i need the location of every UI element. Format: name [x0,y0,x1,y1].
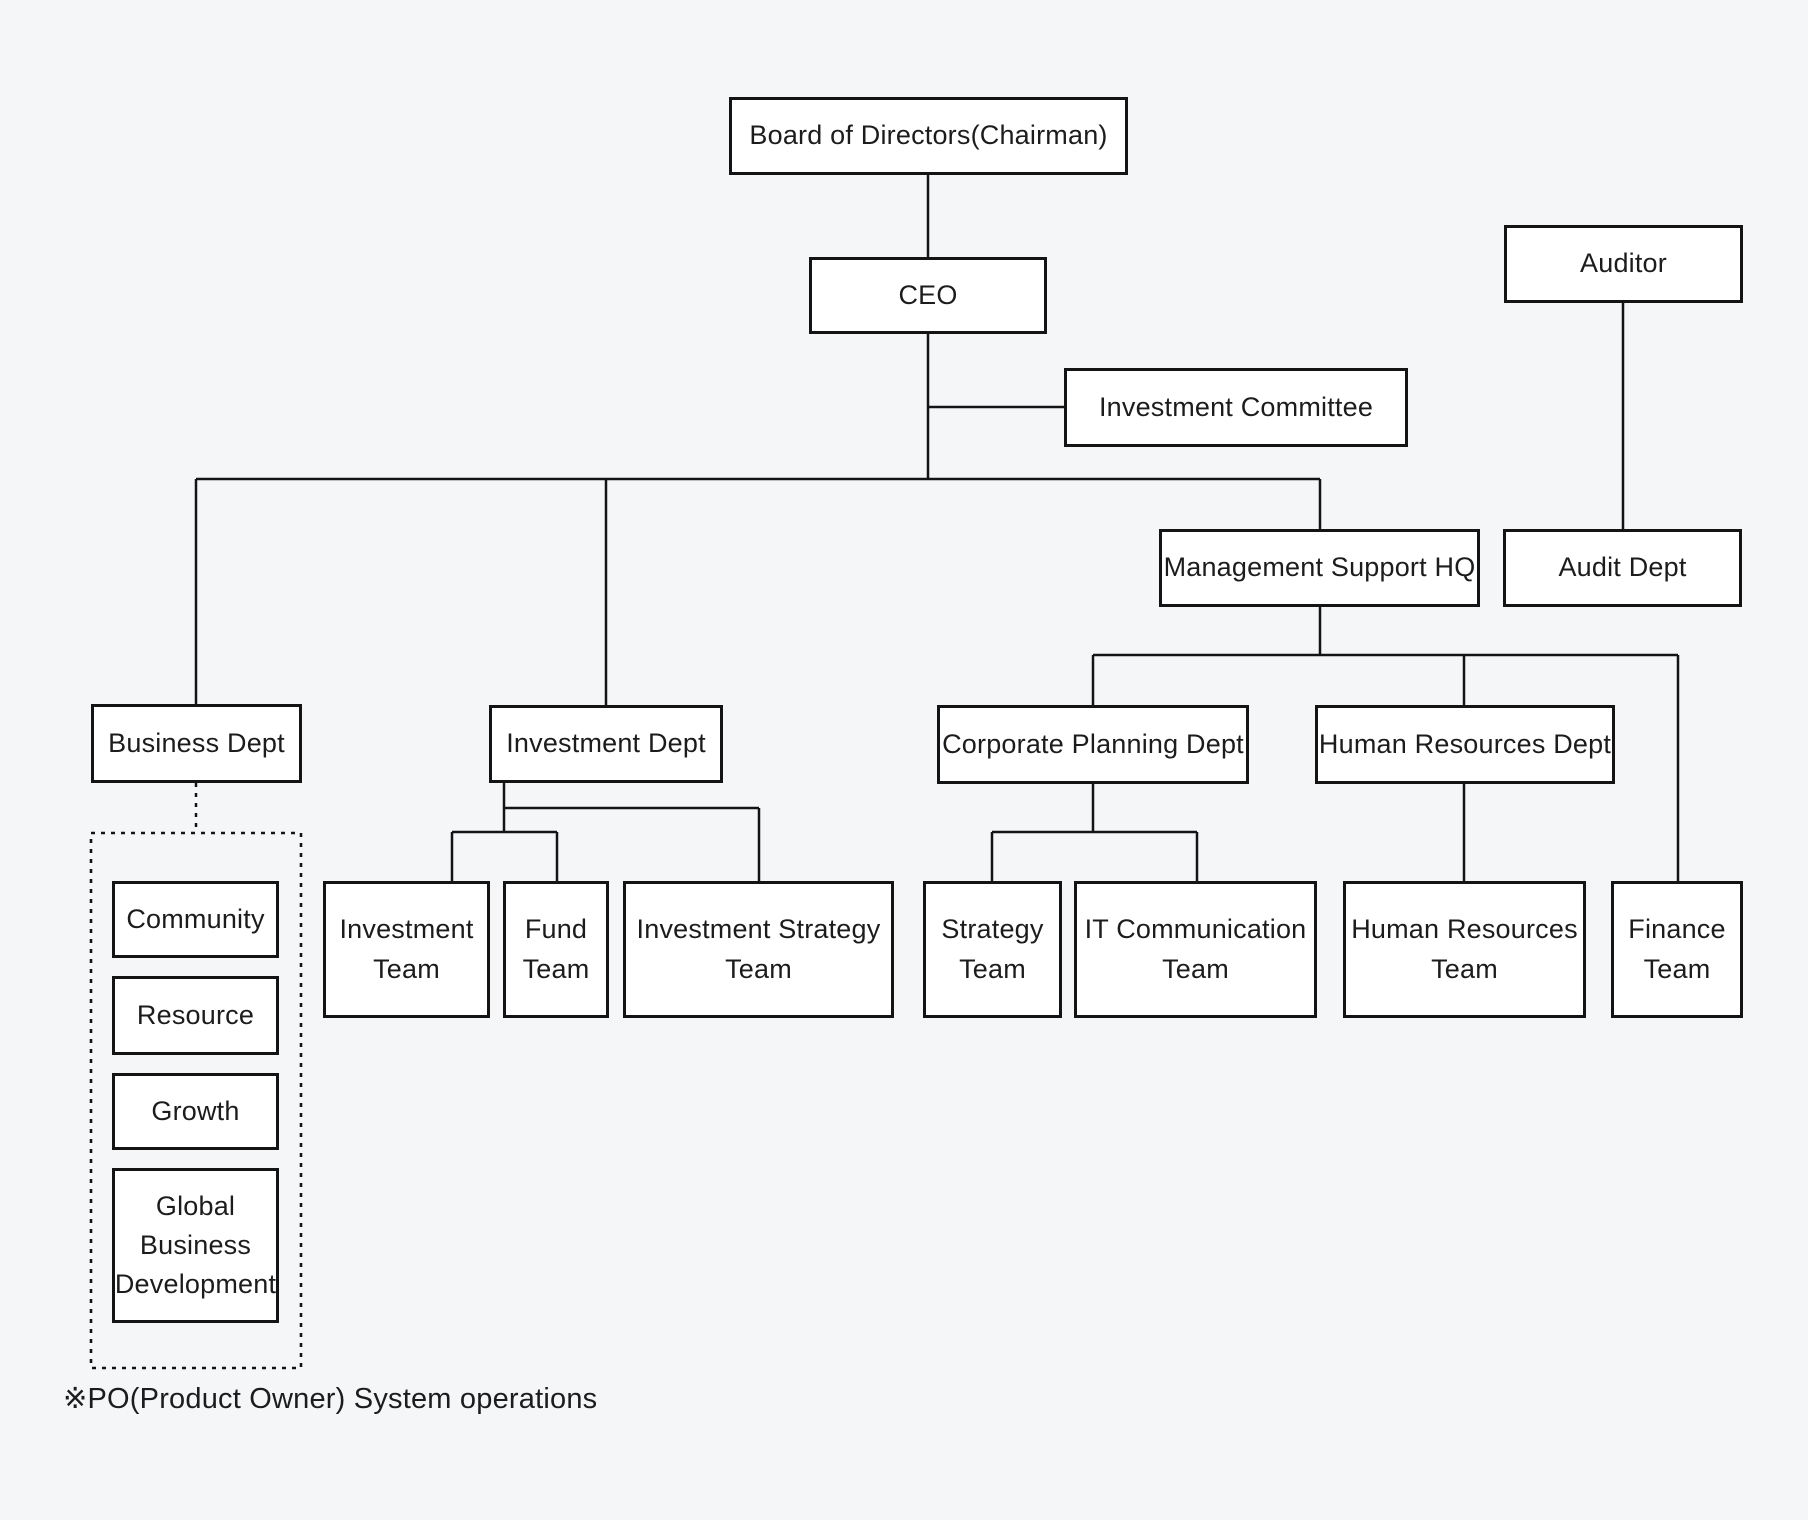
org-box-investment-dept: Investment Dept [489,705,723,783]
org-box-finance-team: Finance Team [1611,881,1743,1018]
org-box-business-dept: Business Dept [91,704,302,783]
org-box-human-resources-dept: Human Resources Dept [1315,705,1615,784]
org-box-corporate-planning-dept: Corporate Planning Dept [937,705,1249,784]
org-box-label-global-business-development: Global Business Development [114,1190,277,1300]
org-box-label-fund-team: Fund Team [522,914,590,984]
org-box-strategy-team: Strategy Team [923,881,1062,1018]
org-box-board-of-directors: Board of Directors(Chairman) [729,97,1128,175]
org-box-label-business-dept: Business Dept [108,727,285,758]
org-box-community: Community [112,881,279,958]
org-box-investment-team: Investment Team [323,881,490,1018]
org-box-label-management-support-hq: Management Support HQ [1163,552,1476,583]
org-box-investment-committee: Investment Committee [1064,368,1408,447]
org-box-global-business-development: Global Business Development [112,1168,279,1323]
group-business-dept-group [89,831,303,1370]
org-box-management-support-hq: Management Support HQ [1159,529,1480,607]
org-box-label-corporate-planning-dept: Corporate Planning Dept [942,728,1244,759]
org-box-growth: Growth [112,1073,279,1150]
org-box-label-resource: Resource [136,999,255,1030]
org-box-label-board-of-directors: Board of Directors(Chairman) [749,120,1108,151]
org-box-label-auditor: Auditor [1580,248,1667,279]
org-box-fund-team: Fund Team [503,881,609,1018]
org-box-label-investment-dept: Investment Dept [506,728,706,759]
org-box-ceo: CEO [809,257,1047,334]
org-box-investment-strategy-team: Investment Strategy Team [623,881,894,1018]
org-box-label-ceo: CEO [898,279,958,310]
org-box-label-finance-team: Finance Team [1628,914,1726,984]
org-box-label-human-resources-team: Human Resources Team [1351,914,1578,984]
org-box-label-growth: Growth [151,1095,240,1126]
org-box-resource: Resource [112,976,279,1055]
org-box-label-investment-team: Investment Team [339,914,474,984]
org-box-it-communication-team: IT Communication Team [1074,881,1317,1018]
org-box-human-resources-team: Human Resources Team [1343,881,1586,1018]
org-box-auditor: Auditor [1504,225,1743,303]
footnote: ※PO(Product Owner) System operations [63,1383,598,1415]
org-box-label-strategy-team: Strategy Team [941,914,1044,984]
org-box-label-audit-dept: Audit Dept [1558,552,1687,583]
org-box-label-community: Community [126,903,265,934]
org-box-audit-dept: Audit Dept [1503,529,1742,607]
org-box-label-investment-strategy-team: Investment Strategy Team [636,914,881,984]
org-box-label-it-communication-team: IT Communication Team [1084,914,1307,984]
org-box-label-human-resources-dept: Human Resources Dept [1318,728,1612,759]
org-box-label-investment-committee: Investment Committee [1098,391,1374,422]
